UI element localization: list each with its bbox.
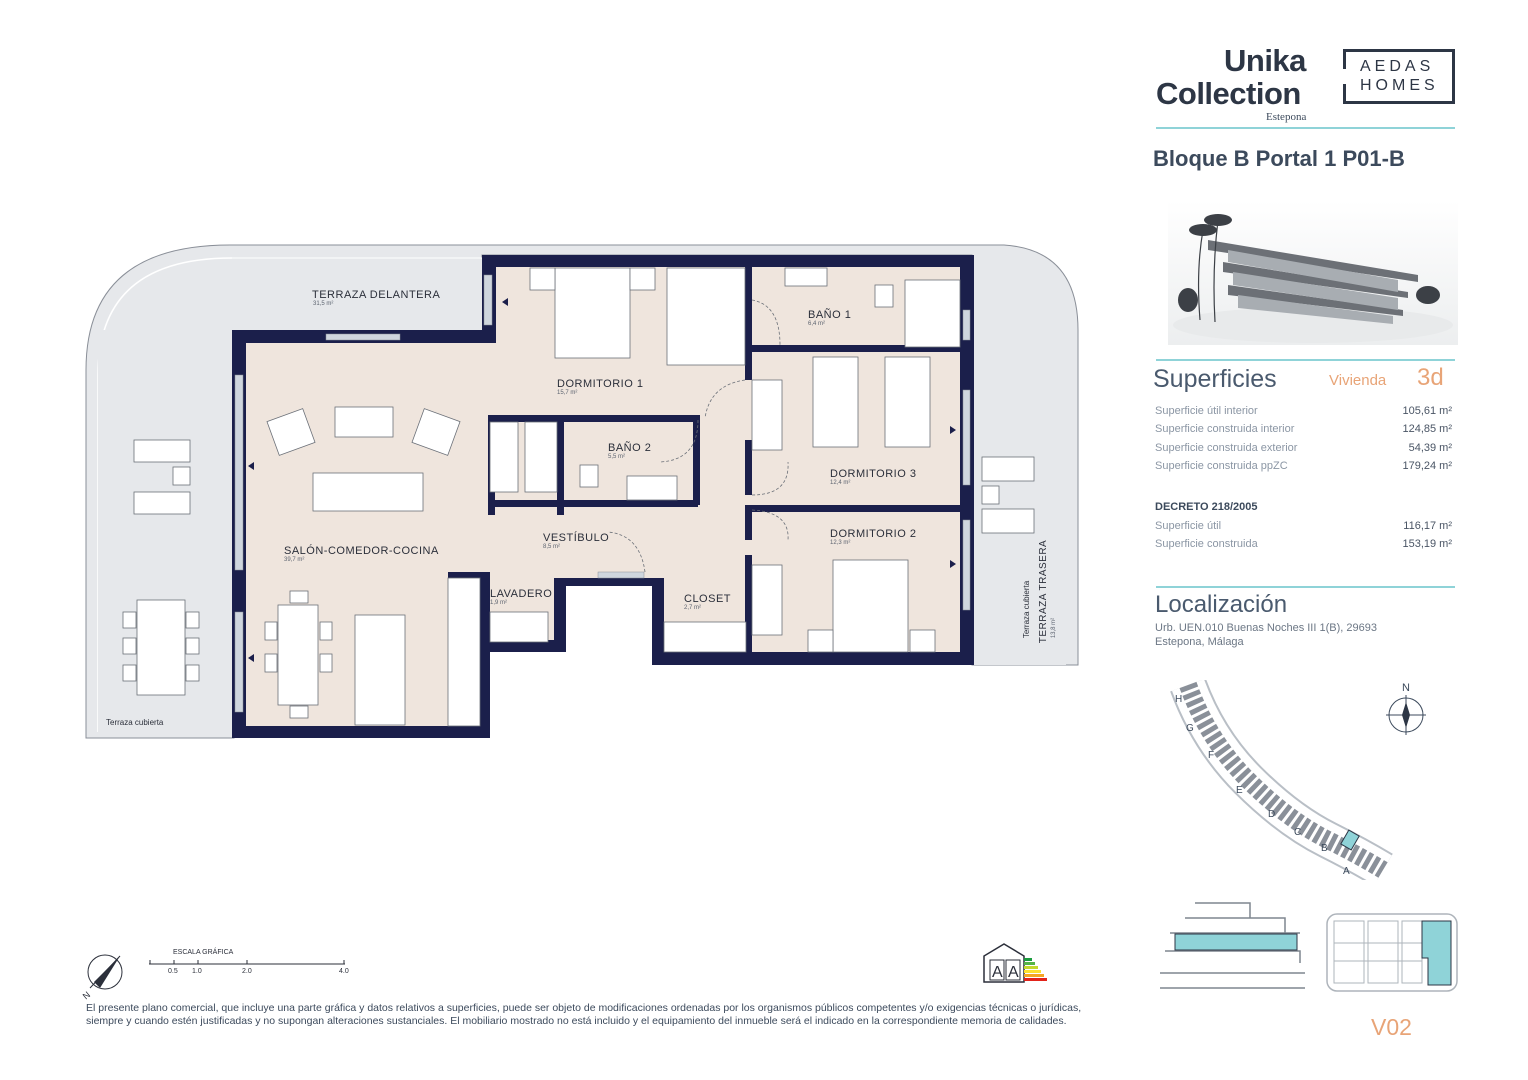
scale-title: ESCALA GRÁFICA xyxy=(173,949,234,956)
site-map: H G F E D C B A N xyxy=(1170,680,1426,880)
address-line1: Urb. UEN.010 Buenas Noches III 1(B), 296… xyxy=(1155,622,1377,634)
address-line2: Estepona, Málaga xyxy=(1155,636,1244,648)
room-terraza-delantera-area: 31,5 m² xyxy=(313,301,334,307)
room-terraza-trasera-cubierta: Terraza cubierta xyxy=(1022,580,1032,639)
room-closet: CLOSET xyxy=(684,593,732,605)
scale-mark: 1.0 xyxy=(192,968,202,975)
compass-icon: N xyxy=(1386,682,1426,735)
legal-disclaimer: El presente plano comercial, que incluye… xyxy=(86,1002,1082,1027)
room-lavadero-area: 1,9 m² xyxy=(490,600,508,606)
energy-rating-badge: A A xyxy=(983,943,1047,983)
brand-title: Unika Collection xyxy=(1156,44,1306,110)
apartment-floor xyxy=(234,255,972,738)
room-vestibulo-area: 8,5 m² xyxy=(543,544,561,550)
building-section-diagram xyxy=(1160,902,1305,989)
room-dormitorio3: DORMITORIO 3 xyxy=(830,468,917,480)
energy-rating-1: A xyxy=(992,964,1003,981)
north-arrow-label: N xyxy=(81,990,92,1002)
site-block-label: C xyxy=(1294,827,1301,838)
sup-row-label: Superficie construida interior xyxy=(1155,423,1295,435)
brand-title-line2: Collection xyxy=(1156,76,1301,111)
superficies-rule xyxy=(1156,359,1455,361)
room-dormitorio2: DORMITORIO 2 xyxy=(830,528,917,540)
scale-mark: 0.5 xyxy=(168,968,178,975)
room-vestibulo: VESTÍBULO xyxy=(543,532,610,544)
site-block-label: E xyxy=(1236,785,1243,796)
room-terraza-delantera: TERRAZA DELANTERA xyxy=(312,289,441,301)
decreto-row-value: 116,17 m² xyxy=(1403,520,1452,532)
room-lavadero: LAVADERO xyxy=(490,588,553,600)
decreto-title: DECRETO 218/2005 xyxy=(1155,501,1258,513)
building-render-image xyxy=(1168,200,1458,345)
room-salon: SALÓN-COMEDOR-COCINA xyxy=(284,545,439,557)
terraza-delantera-area xyxy=(232,258,482,330)
north-arrow-icon: N xyxy=(81,954,123,1002)
room-dormitorio2-area: 12,3 m² xyxy=(830,540,851,546)
localizacion-title: Localización xyxy=(1155,591,1288,618)
room-terraza-trasera: TERRAZA TRASERA xyxy=(1038,539,1050,644)
scale-mark: 2.0 xyxy=(242,968,252,975)
aedas-logo-left-bar xyxy=(1343,49,1346,69)
site-block-label: F xyxy=(1208,750,1214,761)
decreto-row-label: Superficie construida xyxy=(1155,538,1258,550)
aedas-logo-frame xyxy=(1343,49,1455,104)
room-bano2: BAÑO 2 xyxy=(608,442,652,454)
brand-title-line1: Unika xyxy=(1224,43,1306,78)
sup-row-value: 179,24 m² xyxy=(1402,460,1452,472)
vivienda-value: 3d xyxy=(1417,364,1444,391)
site-block-label: D xyxy=(1268,809,1275,820)
energy-rating-2: A xyxy=(1008,964,1019,981)
decreto-row-value: 153,19 m² xyxy=(1402,538,1452,550)
aedas-logo-line1: AEDAS xyxy=(1360,58,1435,75)
site-block-label: A xyxy=(1343,866,1350,877)
room-dormitorio1-area: 15,7 m² xyxy=(557,390,578,396)
version-label: V02 xyxy=(1371,1014,1412,1040)
sup-row-label: Superficie construida ppZC xyxy=(1155,460,1288,472)
decreto-row-label: Superficie útil xyxy=(1155,520,1222,532)
compass-north-label: N xyxy=(1402,682,1410,694)
key-plan-diagram xyxy=(1326,913,1458,992)
sup-row-value: 105,61 m² xyxy=(1402,405,1452,417)
room-salon-area: 39,7 m² xyxy=(284,557,305,563)
site-block-label: G xyxy=(1186,723,1194,734)
site-block-label: B xyxy=(1321,843,1328,854)
sup-row-value: 124,85 m² xyxy=(1402,423,1452,435)
site-block-label: H xyxy=(1175,694,1182,705)
sup-row-label: Superficie útil interior xyxy=(1155,405,1258,417)
scale-mark: 4.0 xyxy=(339,968,349,975)
vivienda-label: Vivienda xyxy=(1329,372,1387,389)
brand-subtitle: Estepona xyxy=(1266,111,1307,123)
aedas-logo-line2: HOMES xyxy=(1360,77,1439,94)
localizacion-rule xyxy=(1156,586,1455,588)
header-rule xyxy=(1156,127,1455,129)
sup-row-label: Superficie construida exterior xyxy=(1155,442,1298,454)
room-bano1: BAÑO 1 xyxy=(808,309,852,321)
floor-plan xyxy=(85,244,1079,739)
scale-bar xyxy=(149,960,345,965)
sup-row-value: 54,39 m² xyxy=(1408,442,1452,454)
room-closet-area: 2,7 m² xyxy=(684,605,702,611)
unit-title: Bloque B Portal 1 P01-B xyxy=(1153,146,1405,171)
room-terraza-cubierta-left: Terraza cubierta xyxy=(106,718,164,727)
aedas-logo-left-bar-bottom xyxy=(1343,84,1346,104)
superficies-title: Superficies xyxy=(1153,365,1277,393)
room-terraza-trasera-area: 13,8 m² xyxy=(1051,617,1058,639)
room-dormitorio3-area: 12,4 m² xyxy=(830,480,851,486)
room-bano2-area: 5,5 m² xyxy=(608,454,626,460)
room-dormitorio1: DORMITORIO 1 xyxy=(557,378,644,390)
room-bano1-area: 6,4 m² xyxy=(808,321,826,327)
